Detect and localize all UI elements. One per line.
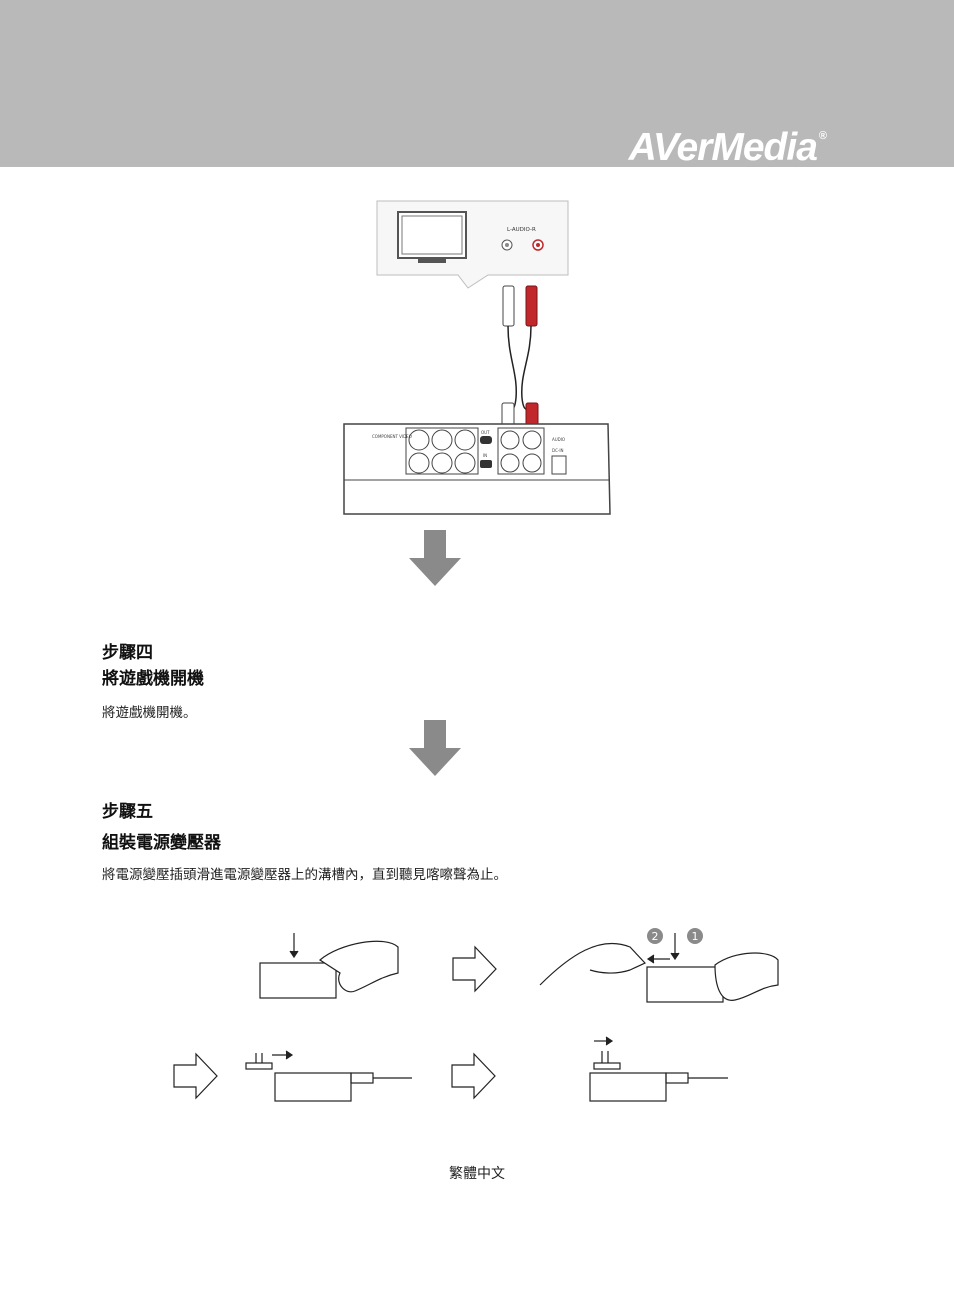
step4-heading: 步驟四 bbox=[102, 643, 153, 663]
svg-text:COMPONENT VIDEO: COMPONENT VIDEO bbox=[372, 434, 412, 439]
audio-connection-diagram: L-AUDIO-R COMPONENT VIDEO AUDIO DC-IN OU… bbox=[343, 200, 611, 515]
step-badge-1: 1 bbox=[692, 930, 699, 943]
step5-heading: 步驟五 bbox=[102, 802, 153, 822]
avermedia-logo: AVerMedia® bbox=[628, 126, 827, 169]
step4-text: 將遊戲機開機。 bbox=[102, 705, 197, 721]
footer-language: 繁體中文 bbox=[449, 1166, 505, 1182]
down-arrow-icon bbox=[409, 530, 461, 586]
svg-text:AUDIO: AUDIO bbox=[552, 437, 565, 442]
page-header-band: AVerMedia® bbox=[0, 0, 954, 169]
step5-title: 組裝電源變壓器 bbox=[102, 833, 221, 853]
svg-text:OUT: OUT bbox=[481, 430, 490, 435]
svg-text:IN: IN bbox=[483, 453, 487, 458]
step4-title: 將遊戲機開機 bbox=[102, 669, 204, 689]
down-arrow-icon bbox=[409, 720, 461, 776]
svg-text:DC-IN: DC-IN bbox=[552, 448, 564, 453]
step-badge-2: 2 bbox=[652, 930, 659, 943]
adapter-assembly-diagram: 2 1 bbox=[173, 928, 779, 1102]
tv-port-label: L-AUDIO-R bbox=[507, 227, 536, 233]
step5-text: 將電源變壓插頭滑進電源變壓器上的溝槽內，直到聽見喀嚓聲為止。 bbox=[102, 867, 507, 883]
